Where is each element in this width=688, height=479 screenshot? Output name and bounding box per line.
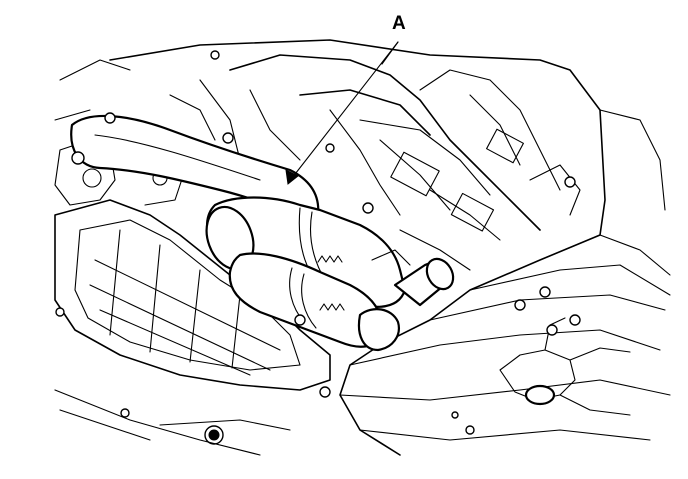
callout-a-leader (285, 41, 399, 185)
catalytic-converter (205, 196, 455, 352)
oil-pan (54, 199, 331, 391)
transmission-housing (169, 54, 581, 271)
mid-pipe-hanger (499, 317, 631, 416)
bolts (55, 50, 581, 445)
callout-label-a: A (392, 13, 406, 34)
underbody-frame (109, 39, 671, 456)
floor-panel (54, 389, 291, 456)
